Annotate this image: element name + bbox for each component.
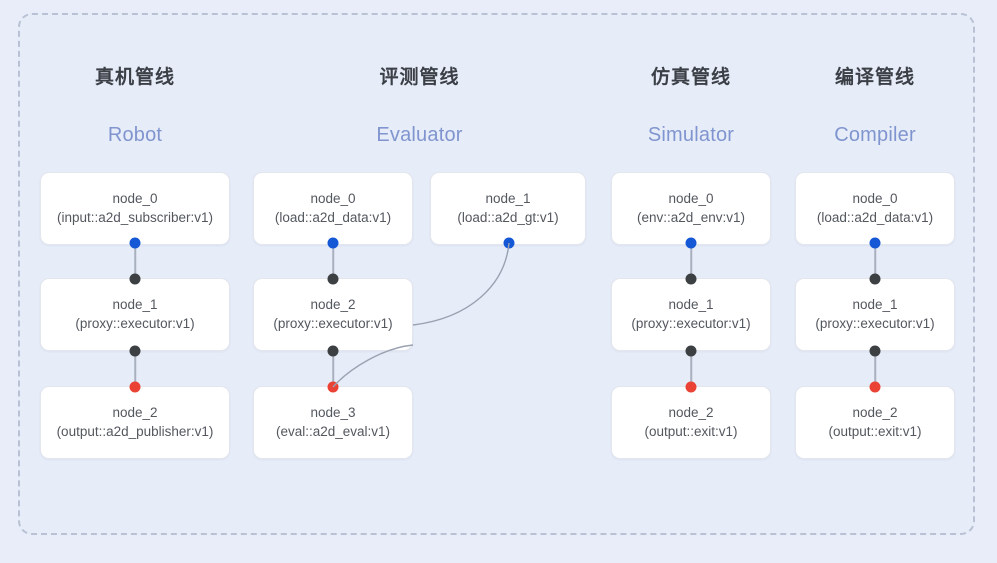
node-type: (eval::a2d_eval:v1) <box>275 424 391 439</box>
port-dot-input[interactable] <box>685 237 697 249</box>
port-dot-internal[interactable] <box>327 273 339 285</box>
node-card[interactable]: node_0 (env::a2d_env:v1) <box>611 172 771 245</box>
port-dot-output[interactable] <box>685 381 697 393</box>
node-card[interactable]: node_1 (proxy::executor:v1) <box>611 278 771 351</box>
node-card[interactable]: node_2 (output::exit:v1) <box>795 386 955 459</box>
node-card[interactable]: node_1 (proxy::executor:v1) <box>40 278 230 351</box>
node-name: node_1 <box>485 191 531 206</box>
column-subtitle-compiler: Compiler <box>834 124 916 146</box>
port-dot-internal[interactable] <box>129 345 141 357</box>
node-card[interactable]: node_2 (output::a2d_publisher:v1) <box>40 386 230 459</box>
port-dot-internal[interactable] <box>327 345 339 357</box>
node-type: (output::a2d_publisher:v1) <box>56 424 214 439</box>
edge-line <box>690 351 692 387</box>
port-dot-internal[interactable] <box>685 345 697 357</box>
node-type: (input::a2d_subscriber:v1) <box>56 210 214 225</box>
node-type: (output::exit:v1) <box>828 424 922 439</box>
column-subtitle-simulator: Simulator <box>647 124 735 146</box>
pipeline-column-compiler: 编译管线 Compiler node_0 (load::a2d_data:v1)… <box>795 0 955 563</box>
pipeline-column-simulator: 仿真管线 Simulator node_0 (env::a2d_env:v1) … <box>611 0 771 563</box>
node-name: node_3 <box>310 405 356 420</box>
edge-line <box>134 243 136 279</box>
column-subtitle-robot: Robot <box>107 124 163 146</box>
node-card[interactable]: node_2 (output::exit:v1) <box>611 386 771 459</box>
pipeline-column-evaluator: 评测管线 Evaluator node_0 (load::a2d_data:v1… <box>253 0 586 563</box>
node-type: (load::a2d_gt:v1) <box>457 210 559 225</box>
port-dot-input[interactable] <box>327 237 339 249</box>
node-name: node_2 <box>668 405 714 420</box>
node-name: node_2 <box>852 405 898 420</box>
column-subtitle-evaluator: Evaluator <box>376 124 463 146</box>
edge-line <box>134 351 136 387</box>
port-dot-output[interactable] <box>129 381 141 393</box>
port-dot-input[interactable] <box>869 237 881 249</box>
node-card[interactable]: node_1 (load::a2d_gt:v1) <box>430 172 586 245</box>
node-card[interactable]: node_1 (proxy::executor:v1) <box>795 278 955 351</box>
node-name: node_0 <box>112 191 158 206</box>
edge-line <box>874 351 876 387</box>
edge-line <box>332 243 334 279</box>
node-name: node_1 <box>852 297 898 312</box>
port-dot-input[interactable] <box>503 237 515 249</box>
port-dot-internal[interactable] <box>869 345 881 357</box>
edge-line <box>874 243 876 279</box>
port-dot-output[interactable] <box>869 381 881 393</box>
node-type: (proxy::executor:v1) <box>815 316 935 331</box>
port-dot-internal[interactable] <box>685 273 697 285</box>
node-name: node_0 <box>668 191 714 206</box>
port-dot-input[interactable] <box>129 237 141 249</box>
node-type: (proxy::executor:v1) <box>273 316 393 331</box>
node-card[interactable]: node_2 (proxy::executor:v1) <box>253 278 413 351</box>
node-name: node_1 <box>112 297 158 312</box>
node-type: (load::a2d_data:v1) <box>274 210 392 225</box>
node-name: node_1 <box>668 297 714 312</box>
node-type: (load::a2d_data:v1) <box>816 210 934 225</box>
column-title-simulator: 仿真管线 <box>650 67 731 88</box>
column-title-compiler: 编译管线 <box>834 67 915 88</box>
port-dot-output[interactable] <box>327 381 339 393</box>
node-card[interactable]: node_0 (load::a2d_data:v1) <box>253 172 413 245</box>
node-card[interactable]: node_3 (eval::a2d_eval:v1) <box>253 386 413 459</box>
node-type: (proxy::executor:v1) <box>631 316 751 331</box>
port-dot-internal[interactable] <box>129 273 141 285</box>
node-card[interactable]: node_0 (load::a2d_data:v1) <box>795 172 955 245</box>
node-name: node_2 <box>112 405 158 420</box>
node-name: node_0 <box>852 191 898 206</box>
column-title-robot: 真机管线 <box>94 67 175 88</box>
edge-line <box>690 243 692 279</box>
node-type: (proxy::executor:v1) <box>75 316 195 331</box>
node-type: (env::a2d_env:v1) <box>636 210 746 225</box>
pipeline-column-robot: 真机管线 Robot node_0 (input::a2d_subscriber… <box>40 0 230 563</box>
column-title-evaluator: 评测管线 <box>379 67 460 88</box>
port-dot-internal[interactable] <box>869 273 881 285</box>
node-name: node_2 <box>310 297 356 312</box>
node-type: (output::exit:v1) <box>644 424 738 439</box>
node-card[interactable]: node_0 (input::a2d_subscriber:v1) <box>40 172 230 245</box>
node-name: node_0 <box>310 191 356 206</box>
